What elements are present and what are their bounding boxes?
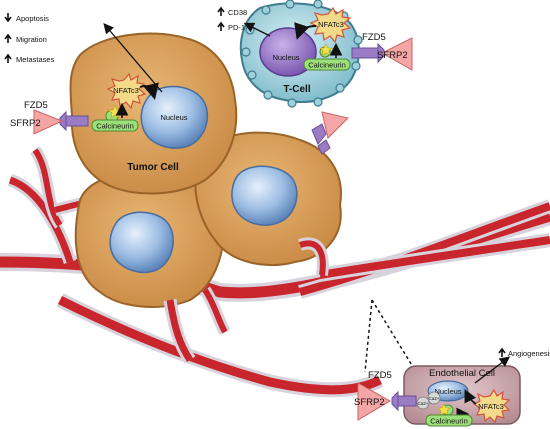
- nucleus-lower-left: [109, 211, 174, 274]
- t-cell-effect-2: PD-1: [228, 23, 245, 32]
- nucleus-right: [231, 165, 298, 226]
- free-sfrp-ligand: [321, 111, 349, 139]
- t-cell-nfat-burst: [309, 6, 352, 44]
- t-cell-calcineurin-label: Calcineurin: [308, 61, 346, 70]
- tumor-receptor: FZD5 SFRP2: [10, 100, 89, 135]
- t-cell-effects: CD38 PD-1: [217, 6, 271, 37]
- endothelial-nucleus-label: Nucleus: [434, 387, 461, 396]
- t-cell-calcineurin-box: [303, 58, 351, 71]
- tumor-effect-2: Migration: [16, 35, 47, 44]
- endothelial-fzd-receptor: [397, 395, 417, 407]
- t-cell-effect-1: CD38: [228, 8, 247, 17]
- free-ligand: [311, 111, 349, 155]
- endothelial-cell: Endothelial Cell Nucleus Ca2+ Ca2+ NFATc…: [364, 299, 550, 427]
- t-cell: Nucleus NFATc3 Calcineurin T-Cell: [239, 0, 363, 108]
- endothelial-effect: Angiogenesis: [508, 349, 550, 358]
- t-cell-name: T-Cell: [283, 84, 310, 95]
- tumor-calcineurin-box: [91, 119, 139, 132]
- tumor-sfrp-ligand: [33, 109, 64, 135]
- vessel-left-branch2: [32, 148, 63, 227]
- tumor-cells: Nucleus NFATc3 Calcineurin Tumor Cell: [69, 32, 342, 364]
- free-fzd-fragment: [311, 123, 327, 145]
- endothelial-sfrp-label: SFRP2: [354, 397, 385, 408]
- endothelial-nfat-label: NFATc3: [478, 402, 504, 411]
- tumor-effect-3: Metastases: [16, 55, 55, 64]
- vessel-lower-right: [319, 236, 550, 279]
- vessel-lower: [57, 295, 383, 395]
- t-cell-nfat-arrow: [294, 22, 317, 40]
- endothelial-ca-2: Ca2+: [429, 396, 440, 401]
- tumor-nfat-label: NFATc3: [113, 86, 139, 95]
- t-cell-fzd-receptor: [351, 47, 379, 59]
- tumor-fzd-label: FZD5: [24, 100, 48, 111]
- tumor-effect-1: Apoptosis: [16, 14, 49, 23]
- endothelial-calcineurin-box: [425, 414, 473, 427]
- t-cell-fzd-label: FZD5: [362, 32, 386, 43]
- t-cell-receptor: FZD5 SFRP2: [351, 32, 413, 71]
- nucleus-main: [140, 85, 209, 149]
- tumor-nfat-arrow: [139, 82, 159, 100]
- endothelial-receptor: FZD5 SFRP2: [354, 370, 417, 421]
- tumor-calcineurin-label: Calcineurin: [96, 122, 134, 131]
- t-cell-nucleus: [259, 27, 317, 77]
- endothelial-calcineurin-label: Calcineurin: [430, 417, 468, 426]
- t-cell-nfat-label: NFATc3: [318, 20, 344, 29]
- tumor-fzd-receptor: [65, 115, 89, 127]
- inset-dashed-line-2: [364, 299, 373, 373]
- endothelial-fzd-label: FZD5: [368, 370, 392, 381]
- inset-dashed-line-1: [371, 299, 417, 373]
- endothelial-cell-name: Endothelial Cell: [429, 368, 495, 379]
- endothelial-ca-1: Ca2+: [418, 401, 429, 406]
- tumor-cell-name: Tumor Cell: [127, 162, 179, 173]
- t-cell-sfrp-ligand: [380, 37, 413, 71]
- tumor-nucleus-label: Nucleus: [160, 113, 187, 122]
- endothelial-nfat-burst: [472, 388, 511, 424]
- endothelial-sfrp-ligand: [357, 382, 391, 421]
- tumor-nfat-burst: [106, 72, 147, 110]
- t-cell-sfrp-label: SFRP2: [377, 50, 408, 61]
- tumor-sfrp-label: SFRP2: [10, 118, 41, 129]
- tumor-effects: Apoptosis Migration Metastases: [4, 13, 163, 93]
- tumor-effect-arrow: [103, 23, 163, 93]
- t-cell-nucleus-label: Nucleus: [272, 53, 299, 62]
